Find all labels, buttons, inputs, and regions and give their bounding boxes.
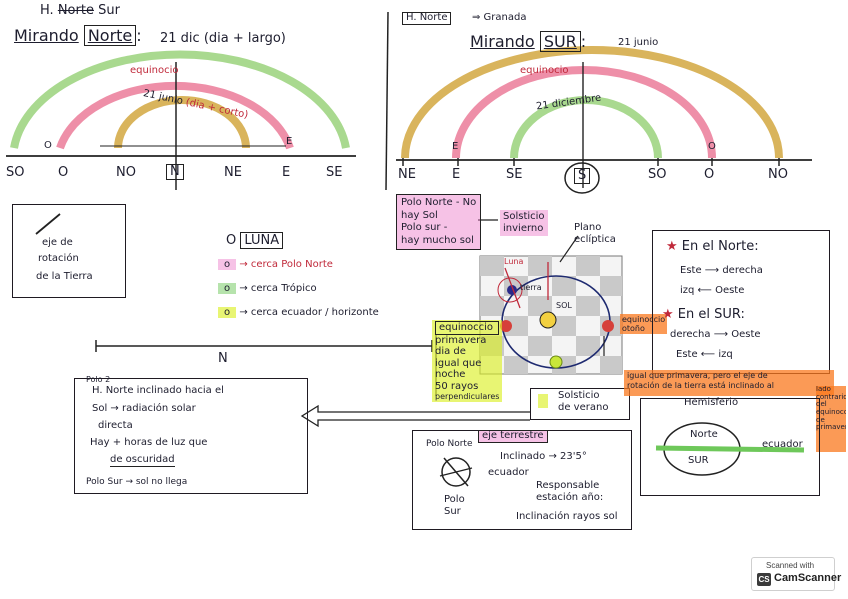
right-e-marker: E — [452, 142, 458, 153]
left-header: H. Norte Sur — [40, 4, 120, 18]
equinox-arc-right — [456, 70, 712, 158]
left-o-marker: O — [44, 141, 52, 152]
left-cardinal-o: O — [58, 166, 68, 180]
eje-polo-sur: Polo Sur — [444, 494, 465, 518]
right-cardinal-se: SE — [506, 168, 522, 182]
earth-bottom — [550, 356, 562, 368]
right-cardinal-no: NO — [768, 168, 788, 182]
solsticio-verano: Solsticio de verano — [558, 390, 608, 414]
right-june-note: 21 junio — [618, 38, 658, 49]
right-arrow-note: ⇒ Granada — [472, 13, 527, 24]
sun-dot — [540, 312, 556, 328]
orange-side-note: lado contrario del equinoccio de primave… — [816, 386, 846, 452]
right-cardinal-e: E — [452, 168, 460, 182]
eje-ecuador: ecuador — [488, 468, 529, 479]
polo2-line2: Sol → radiación solar — [92, 404, 196, 415]
left-e-marker: E — [286, 137, 292, 148]
earth-right — [602, 320, 614, 332]
right-o-marker: O — [708, 142, 716, 153]
hemisferio-norte: Norte — [690, 430, 718, 441]
moon-item-tropico: o → cerca Trópico — [218, 284, 317, 295]
polo2-line5: de oscuridad — [110, 455, 175, 467]
right-cardinal-so: SO — [648, 168, 666, 182]
big-arrow — [302, 406, 530, 426]
rules-norte-1: Este ⟶ derecha — [680, 266, 763, 277]
plano-ecliptica: Plano eclíptica — [574, 222, 616, 246]
left-cardinal-so: SO — [6, 166, 24, 180]
polo2-prefix: Polo 2 — [86, 376, 110, 384]
eje-inclinacion: Inclinación rayos sol — [516, 512, 618, 523]
left-cardinal-se: SE — [326, 166, 342, 180]
rules-norte-title: ★ En el Norte: — [666, 240, 759, 254]
orbit-tierra: tierra — [520, 284, 542, 292]
right-header: H. Norte — [402, 12, 451, 25]
hemisferio-title: Hemisferio — [684, 398, 738, 409]
left-equinox-label: equinocio — [130, 66, 178, 77]
right-cardinal-s: S — [574, 168, 590, 184]
hemisferio-ecuador: ecuador — [762, 440, 803, 451]
moon-legend-title: O LUNA — [226, 234, 283, 248]
left-cardinal-no: NO — [116, 166, 136, 180]
axis-box — [12, 204, 126, 298]
polo2-line4: Hay + horas de luz que — [90, 438, 207, 449]
right-mirando: Mirando SUR: — [470, 34, 586, 51]
rules-sur-2: Este ⟵ izq — [676, 350, 733, 361]
eje-polo-norte: Polo Norte — [426, 440, 473, 449]
left-date-note: 21 dic (dia + largo) — [160, 32, 286, 46]
axis-line-label: N — [218, 352, 228, 366]
polo2-line1: H. Norte inclinado hacia el — [92, 386, 224, 397]
axis-box-line2: rotación — [38, 254, 79, 265]
moon-item-ecuador: o → cerca ecuador / horizonte — [218, 308, 379, 319]
right-equinox-label: equinocio — [520, 66, 568, 77]
axis-box-line1: eje de — [42, 238, 73, 249]
left-cardinal-e: E — [282, 166, 290, 180]
moon-item-polo: o → cerca Polo Norte — [218, 260, 333, 271]
camscanner-badge: Scanned with CS CamScanner — [751, 557, 835, 591]
eje-inclinado: Inclinado → 23'5° — [500, 452, 587, 463]
left-cardinal-n: N — [166, 164, 184, 180]
eje-responsable: Responsable estación año: — [536, 480, 603, 503]
solsticio-invierno: Solsticio invierno — [500, 210, 548, 236]
polo2-line6: Polo Sur → sol no llega — [86, 478, 187, 487]
left-mirando: Mirando Norte: — [14, 28, 142, 45]
right-cardinal-o: O — [704, 168, 714, 182]
polo-note: Polo Norte - No hay Sol Polo sur - hay m… — [396, 194, 481, 250]
rules-norte-2: izq ⟵ Oeste — [680, 286, 744, 297]
equinox-spring-box: equinoccio primavera dia de igual que no… — [432, 320, 502, 402]
badge-app-name: CamScanner — [774, 572, 841, 584]
polo2-line3: directa — [98, 421, 133, 432]
orbit-sol: SOL — [556, 302, 572, 310]
orbit-luna: Luna — [504, 258, 523, 266]
camscanner-logo-icon: CS — [757, 573, 771, 586]
rules-sur-1: derecha ⟶ Oeste — [670, 330, 761, 341]
eje-title: eje terrestre — [478, 430, 548, 443]
axis-box-line3: de la Tierra — [36, 272, 93, 283]
rules-sur-title: ★ En el SUR: — [662, 308, 745, 322]
verano-dot — [538, 394, 548, 408]
badge-scanned-text: Scanned with — [766, 561, 814, 570]
orange-note: igual que primavera, pero el eje de rota… — [624, 370, 834, 396]
panel-divider — [386, 12, 388, 190]
hemisferio-sur: SUR — [688, 456, 709, 467]
right-cardinal-ne: NE — [398, 168, 416, 182]
left-cardinal-ne: NE — [224, 166, 242, 180]
